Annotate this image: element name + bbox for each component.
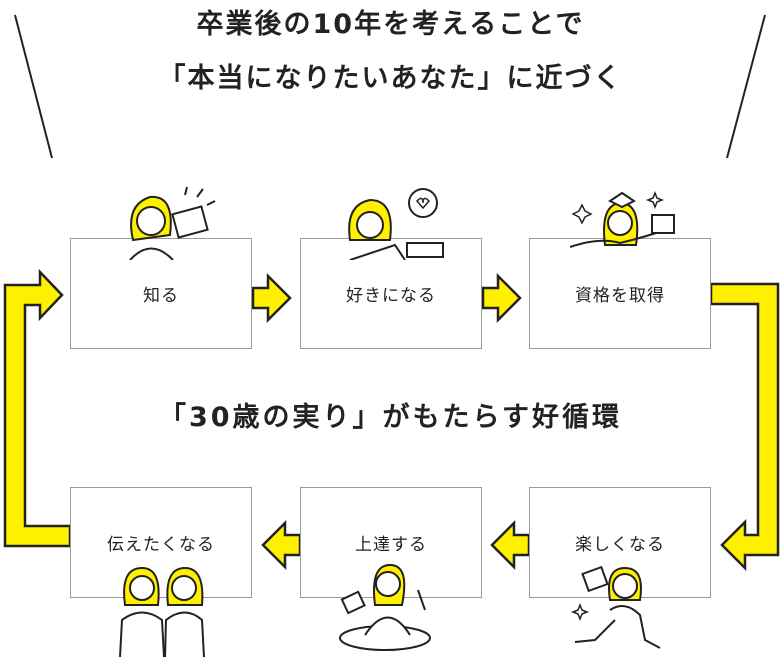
left-callout-line [14, 14, 53, 159]
two-girls-talking-illustration [119, 566, 205, 657]
book-icon [581, 565, 609, 593]
title-line-2: 「本当になりたいあなた」に近づく [158, 63, 623, 94]
arrow-like-to-license [481, 272, 522, 324]
heart-icon [415, 197, 431, 210]
girl-heart-illustration [348, 188, 444, 260]
sparkle-icon [645, 190, 665, 210]
sparkle-icon [570, 602, 590, 622]
arrow-fun-to-improve [490, 519, 531, 571]
pen-icon [417, 589, 426, 611]
arrow-improve-to-share [261, 519, 302, 571]
step-license: 資格を取得 [529, 238, 711, 349]
sparkle-icon [571, 203, 593, 225]
meditating-girl-illustration [339, 563, 431, 651]
graduate-girl-illustration [570, 190, 675, 248]
running-girl-illustration [570, 565, 661, 649]
book-icon [340, 590, 366, 615]
arrow-share-to-know [3, 268, 72, 548]
step-share: 伝えたくなる [70, 487, 252, 598]
title-line-1: 卒業後の10年を考えることで [196, 9, 585, 40]
arrow-license-to-fun [709, 282, 780, 572]
arrow-know-to-like [251, 272, 292, 324]
right-callout-line [726, 14, 766, 159]
girl-reading-illustration [129, 186, 216, 260]
certificate-icon [651, 214, 675, 234]
center-caption: 「30歳の実り」がもたらす好循環 [158, 402, 623, 433]
graduation-cap-icon [608, 191, 636, 209]
